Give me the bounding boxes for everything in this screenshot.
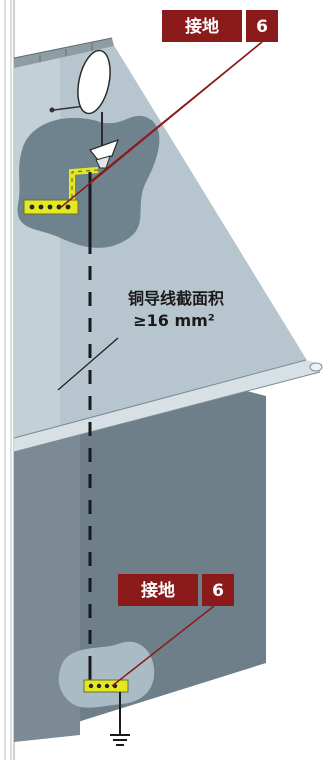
roof-stain xyxy=(17,115,160,248)
conductor-callout-line2: ≥16 mm² xyxy=(133,311,215,330)
bottom-label-leader xyxy=(111,605,215,687)
wall-stain xyxy=(58,641,155,708)
left-frame xyxy=(0,0,15,760)
bottom-ground-label: 接地 6 xyxy=(118,574,234,606)
top-ground-label-text: 接地 xyxy=(185,16,219,37)
satellite-dish-icon xyxy=(49,49,120,169)
callout-leader xyxy=(57,337,119,391)
top-label-leaders xyxy=(59,41,263,209)
conductor-callout-line1: 铜导线截面积 xyxy=(128,289,224,308)
top-ground-label: 接地 6 xyxy=(162,10,278,42)
top-ground-label-number: 6 xyxy=(256,17,268,37)
conductor-callout: 铜导线截面积 ≥16 mm² xyxy=(128,289,224,330)
bottom-ground-label-text: 接地 xyxy=(141,580,175,601)
roof-ridge xyxy=(13,37,114,68)
bottom-ground-label-number: 6 xyxy=(212,581,224,601)
ground-symbol-icon xyxy=(110,734,130,746)
